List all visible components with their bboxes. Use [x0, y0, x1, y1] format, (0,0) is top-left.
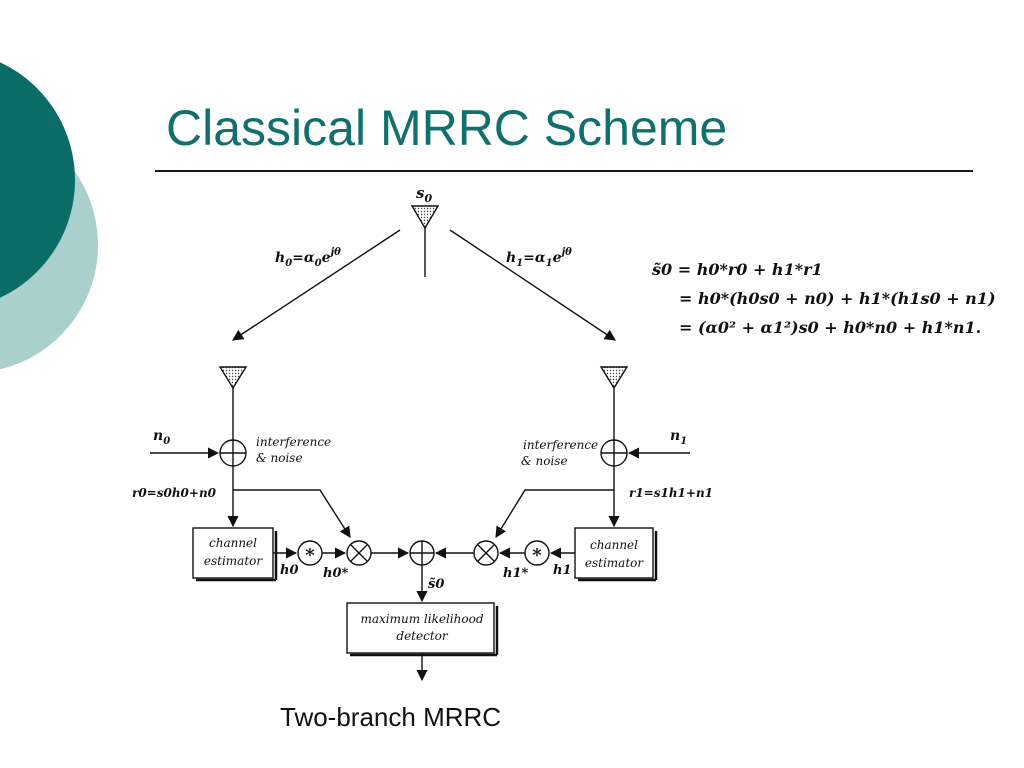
channel-arrow-left — [232, 229, 401, 341]
channel-estimator-left-line1: channel — [209, 536, 257, 550]
slide-title: Classical MRRC Scheme — [166, 100, 728, 156]
r1-equation: r1=s1h1+n1 — [629, 486, 713, 500]
rx-antenna-left — [218, 366, 248, 390]
channel-estimator-right-line1: channel — [590, 538, 638, 552]
noise-right-label: n1 — [670, 428, 687, 447]
ml-detector-box — [346, 602, 495, 654]
title-divider — [155, 170, 973, 172]
channel-estimator-right-box — [574, 527, 654, 579]
tx-antenna — [410, 205, 440, 230]
r0-equation: r0=s0h0+n0 — [132, 486, 217, 500]
channel-estimator-left-line2: estimator — [204, 554, 264, 568]
channel-estimator-left-box — [192, 527, 274, 579]
conjugate-left-symbol: * — [305, 545, 315, 566]
ml-detector-line2: detector — [396, 629, 448, 643]
interference-right-line1: interference — [523, 438, 598, 452]
equation-line-3: = (α0² + α1²)s0 + h0*n0 + h1*n1. — [679, 318, 981, 337]
h1-conj-label: h1* — [503, 566, 528, 581]
h0-label: h0 — [280, 563, 299, 578]
right-channel-label: h1=α1ejθ — [506, 247, 572, 269]
figure-caption: Two-branch MRRC — [280, 702, 502, 732]
h1-label: h1 — [553, 563, 572, 578]
channel-estimator-right-line2: estimator — [585, 556, 645, 570]
dark-teal-circle — [0, 62, 75, 298]
equation-line-2: = h0*(h0s0 + n0) + h1*(h1s0 + n1) — [679, 289, 996, 308]
left-channel-label: h0=α0ejθ — [275, 247, 341, 269]
h0-conj-label: h0* — [323, 566, 348, 581]
tx-symbol-label: s0 — [416, 184, 432, 205]
conjugate-right-symbol: * — [532, 545, 542, 566]
ml-detector-line1: maximum likelihood — [360, 612, 483, 626]
interference-left-line2: & noise — [256, 451, 303, 465]
interference-right-line2: & noise — [521, 454, 568, 468]
s0-estimate-label: s̃0 — [428, 577, 444, 592]
noise-left-label: n0 — [153, 428, 170, 447]
interference-left-line1: interference — [256, 435, 331, 449]
rx-antenna-right — [599, 366, 629, 390]
equation-line-1: s̃0 = h0*r0 + h1*r1 — [651, 260, 823, 279]
channel-arrow-right — [449, 229, 616, 341]
